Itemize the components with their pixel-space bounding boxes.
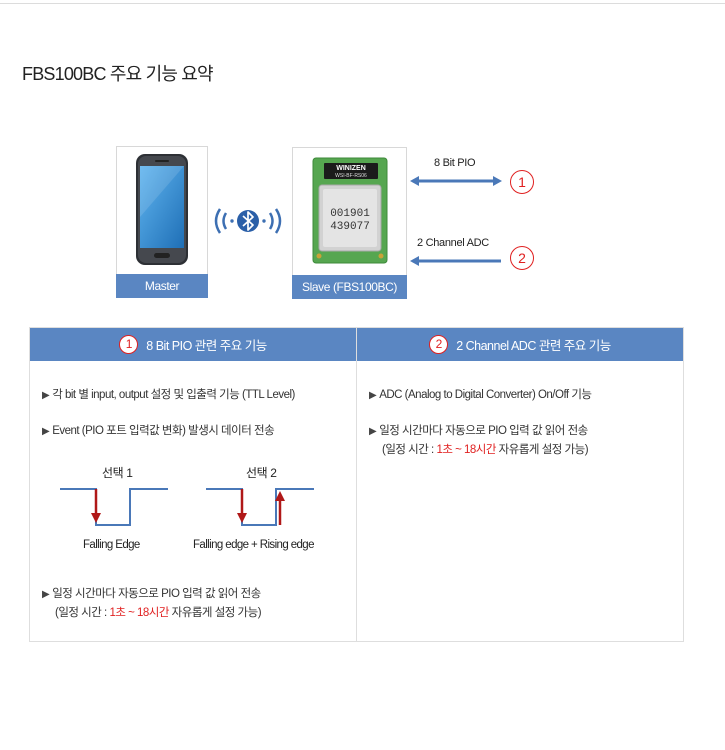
adc-header-title: 2 Channel ADC 관련 주요 기능: [456, 339, 611, 353]
adc-column-header: 2 2 Channel ADC 관련 주요 기능: [357, 328, 683, 361]
pio-interval-note: (일정 시간 : 1초 ~ 18시간 자유롭게 설정 가능): [55, 607, 262, 619]
falling-edge-waveform-icon: [60, 488, 168, 526]
left-arrow-icon: [410, 256, 501, 266]
smartphone-icon: [136, 154, 188, 265]
bullet-triangle-icon: ▶: [369, 426, 377, 437]
bidirectional-arrow-icon: [410, 176, 502, 186]
chip-model: WSI-BF-RS06: [335, 173, 367, 179]
column-divider: [356, 328, 357, 641]
top-divider: [0, 3, 725, 4]
adc-feature-1: ▶ADC (Analog to Digital Converter) On/Of…: [369, 389, 592, 401]
bullet-triangle-icon: ▶: [369, 390, 377, 401]
master-device: Master: [116, 146, 208, 298]
slave-device: WINIZEN WSI-BF-RS06 001901 439077 Slave …: [292, 147, 407, 299]
pio-column-header: 1 8 Bit PIO 관련 주요 기능: [30, 328, 356, 361]
wave-option-2-title: 선택 2: [246, 466, 277, 480]
pio-feature-2: ▶Event (PIO 포트 입력값 변화) 발생시 데이터 전송: [42, 425, 275, 437]
page-title: FBS100BC 주요 기능 요약: [22, 64, 214, 84]
pio-header-badge: 1: [119, 335, 139, 354]
wave-option-2-caption: Falling edge + Rising edge: [193, 539, 315, 551]
wave-option-1-caption: Falling Edge: [83, 539, 140, 551]
pio-feature-1: ▶각 bit 별 input, output 설정 및 입출력 기능 (TTL …: [42, 389, 295, 401]
pio-number-badge: 1: [510, 170, 534, 194]
slave-label: Slave (FBS100BC): [292, 275, 407, 299]
pio-header-title: 8 Bit PIO 관련 주요 기능: [146, 339, 267, 353]
bullet-triangle-icon: ▶: [42, 589, 50, 600]
master-label: Master: [116, 274, 208, 298]
chip-code-1: 001901: [330, 208, 370, 220]
pio-feature-3: ▶일정 시간마다 자동으로 PIO 입력 값 읽어 전송: [42, 588, 261, 600]
bullet-triangle-icon: ▶: [42, 426, 50, 437]
chip-brand: WINIZEN: [336, 165, 366, 172]
feature-table: 1 8 Bit PIO 관련 주요 기능 2 2 Channel ADC 관련 …: [29, 327, 684, 642]
bullet-triangle-icon: ▶: [42, 390, 50, 401]
adc-number-badge: 2: [510, 246, 534, 270]
adc-header-badge: 2: [429, 335, 449, 354]
chip-code-2: 439077: [330, 221, 370, 233]
adc-feature-2: ▶일정 시간마다 자동으로 PIO 입력 값 읽어 전송: [369, 425, 588, 437]
bluetooth-icon: [214, 208, 282, 234]
pio-link-label: 8 Bit PIO: [434, 157, 476, 169]
falling-rising-edge-waveform-icon: [206, 488, 314, 526]
wave-option-1-title: 선택 1: [102, 466, 133, 480]
adc-link-label: 2 Channel ADC: [417, 237, 489, 249]
adc-interval-note: (일정 시간 : 1초 ~ 18시간 자유롭게 설정 가능): [382, 444, 589, 456]
module-icon: WINIZEN WSI-BF-RS06 001901 439077: [312, 157, 388, 264]
